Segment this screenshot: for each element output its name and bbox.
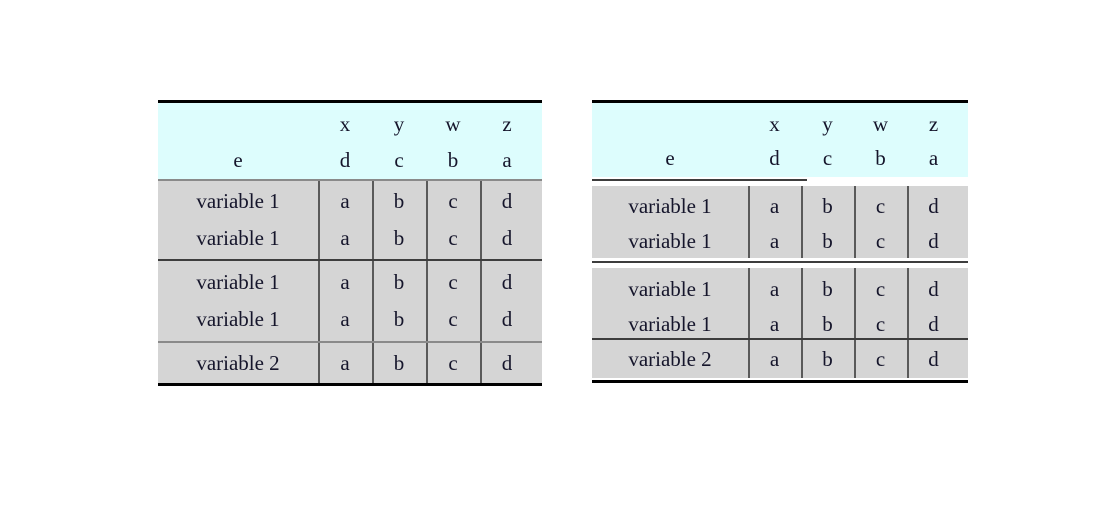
left-r4-c3: c <box>448 307 458 331</box>
left-r2-c2: b <box>393 226 405 250</box>
left-header-w: w <box>445 112 461 136</box>
left-r4-c1: a <box>340 307 350 331</box>
left-body-shade <box>158 181 542 383</box>
right-r1-c2: b <box>822 194 833 218</box>
left-headerrule <box>158 179 542 181</box>
left-midrule-2 <box>158 341 542 343</box>
left-r4-c4: d <box>501 307 513 331</box>
right-r2-c3: c <box>875 229 886 253</box>
left-r3-label: variable 1 <box>196 270 280 294</box>
right-header-x: x <box>769 112 780 136</box>
left-header-band <box>158 103 542 181</box>
right-r4-c1: a <box>769 312 780 336</box>
right-header-band <box>592 103 968 177</box>
left-vrule-1 <box>318 181 320 383</box>
right-r5-c2: b <box>822 347 833 371</box>
right-r4-c3: c <box>875 312 886 336</box>
right-vrule-3-group2 <box>854 268 856 378</box>
left-r5-c2: b <box>393 351 405 375</box>
right-header-y: y <box>822 112 833 136</box>
right-header-b: b <box>875 146 886 170</box>
right-r3-c4: d <box>928 277 939 301</box>
left-r2-label: variable 1 <box>196 226 280 250</box>
right-header-a: a <box>928 146 939 170</box>
right-header-c: c <box>822 146 833 170</box>
right-midrule-1 <box>592 261 968 263</box>
left-header-b: b <box>447 148 459 172</box>
right-vrule-1-group1 <box>748 186 750 258</box>
left-r2-c4: d <box>501 226 513 250</box>
left-header-y: y <box>393 112 405 136</box>
right-header-cmidrule <box>592 179 807 181</box>
right-r3-c2: b <box>822 277 833 301</box>
right-r5-c3: c <box>875 347 886 371</box>
right-r4-c2: b <box>822 312 833 336</box>
left-header-e: e <box>233 148 243 172</box>
right-r3-c1: a <box>769 277 780 301</box>
left-r3-c1: a <box>340 270 350 294</box>
right-r1-c1: a <box>769 194 780 218</box>
left-r1-c2: b <box>393 189 405 213</box>
left-header-z: z <box>502 112 512 136</box>
left-midrule-1 <box>158 259 542 261</box>
right-vrule-4-group2 <box>907 268 909 378</box>
right-bottomrule <box>592 380 968 383</box>
left-r5-c3: c <box>448 351 458 375</box>
left-vrule-3 <box>426 181 428 383</box>
right-r5-label: variable 2 <box>628 347 712 371</box>
right-vrule-2-group1 <box>801 186 803 258</box>
right-vrule-3-group1 <box>854 186 856 258</box>
right-r2-label: variable 1 <box>628 229 712 253</box>
right-r1-c3: c <box>875 194 886 218</box>
right-vrule-1-group2 <box>748 268 750 378</box>
left-bottomrule <box>158 383 542 386</box>
left-r5-c4: d <box>501 351 513 375</box>
right-r1-label: variable 1 <box>628 194 712 218</box>
right-r1-c4: d <box>928 194 939 218</box>
left-vrule-4 <box>480 181 482 383</box>
right-r2-c1: a <box>769 229 780 253</box>
left-table: x y w z e d c b a variable 1 a b c d var… <box>158 100 542 386</box>
right-r2-c2: b <box>822 229 833 253</box>
left-r2-c3: c <box>448 226 458 250</box>
left-toprule <box>158 100 542 103</box>
left-r1-label: variable 1 <box>196 189 280 213</box>
right-vrule-2-group2 <box>801 268 803 378</box>
left-r1-c3: c <box>448 189 458 213</box>
right-header-z: z <box>928 112 939 136</box>
left-r3-c3: c <box>448 270 458 294</box>
right-r4-c4: d <box>928 312 939 336</box>
left-r1-c1: a <box>340 189 350 213</box>
left-r2-c1: a <box>340 226 350 250</box>
left-r4-c2: b <box>393 307 405 331</box>
right-midrule-2 <box>592 338 968 340</box>
right-r5-c4: d <box>928 347 939 371</box>
right-header-w: w <box>872 112 889 136</box>
right-r2-c4: d <box>928 229 939 253</box>
right-header-d: d <box>769 146 780 170</box>
right-r3-c3: c <box>875 277 886 301</box>
left-r5-c1: a <box>340 351 350 375</box>
left-header-c: c <box>394 148 404 172</box>
left-r5-label: variable 2 <box>196 351 280 375</box>
right-header-e: e <box>665 146 675 170</box>
left-header-d: d <box>339 148 351 172</box>
right-vrule-4-group1 <box>907 186 909 258</box>
left-header-x: x <box>339 112 351 136</box>
right-r3-label: variable 1 <box>628 277 712 301</box>
right-r4-label: variable 1 <box>628 312 712 336</box>
left-vrule-2 <box>372 181 374 383</box>
left-r4-label: variable 1 <box>196 307 280 331</box>
right-toprule <box>592 100 968 103</box>
right-body-shade-group1 <box>592 186 968 258</box>
right-body-shade-group2 <box>592 268 968 378</box>
right-table: x y w z e d c b a variable 1 a b c d var… <box>592 100 968 386</box>
left-r3-c4: d <box>501 270 513 294</box>
left-header-a: a <box>502 148 512 172</box>
left-r1-c4: d <box>501 189 513 213</box>
right-r5-c1: a <box>769 347 780 371</box>
left-r3-c2: b <box>393 270 405 294</box>
